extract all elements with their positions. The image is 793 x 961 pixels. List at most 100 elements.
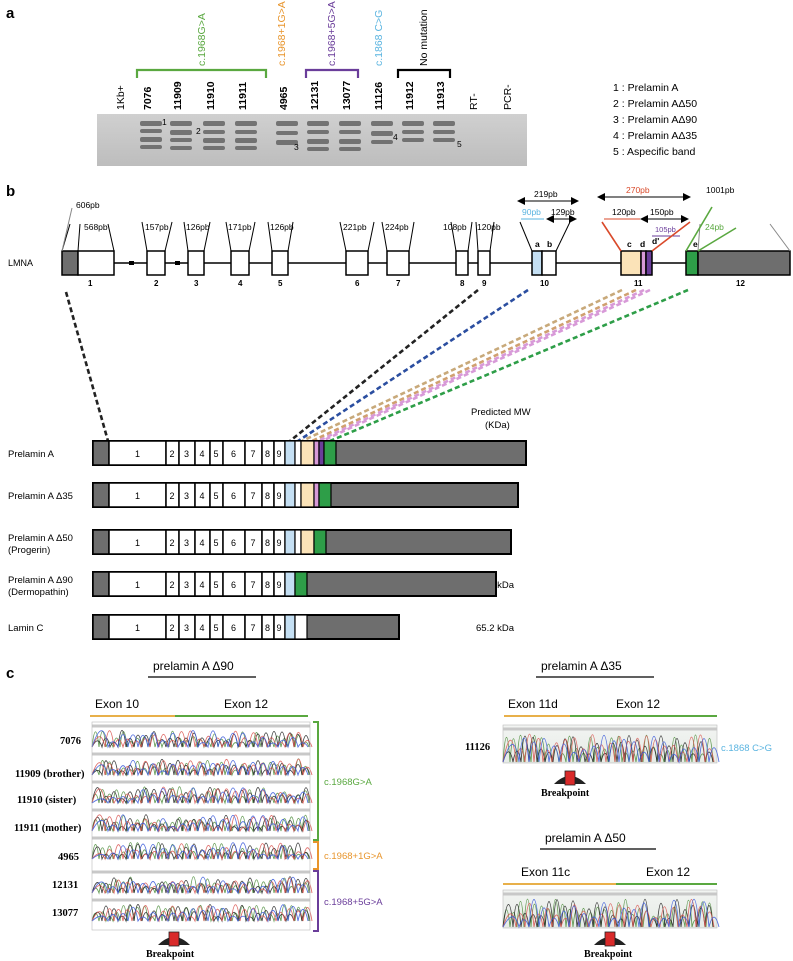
protein-exon-number: 6 — [231, 449, 236, 459]
sub-label: a — [535, 239, 540, 249]
protein-exon-number: 9 — [277, 538, 282, 548]
group-label-3: c.1968+5G>A — [326, 1, 338, 66]
lane-label: 12131 — [309, 81, 321, 110]
lane-label: 11126 — [373, 82, 385, 110]
legend-item: 3 : Prelamin AΔ90 — [613, 114, 697, 126]
protein-exon-number: 2 — [170, 491, 175, 501]
protein-name: Prelamin A — [8, 449, 55, 460]
mw-header-2: (KDa) — [485, 420, 510, 431]
protein-exon-number: 5 — [214, 449, 219, 459]
protein-exon-number: 8 — [265, 580, 270, 590]
bracket-g1968 — [135, 68, 268, 78]
lane-label: 7076 — [142, 86, 154, 110]
protein-exon-number: 4 — [200, 491, 205, 501]
sample-label: 12131 — [52, 880, 78, 891]
breakpoint-label: Breakpoint — [541, 788, 590, 799]
lane-label: 1Kb+ — [115, 85, 127, 110]
bracket-g1968p5 — [304, 68, 360, 78]
gel-bands — [140, 121, 455, 151]
trace-line — [91, 904, 309, 923]
mutation-bracket-1 — [313, 721, 319, 841]
protein-exon-number: 1 — [135, 491, 140, 501]
protein-exon-number: 7 — [251, 491, 256, 501]
mutation-bracket-2 — [313, 841, 319, 870]
size-label: 224pb — [385, 222, 409, 232]
band-number: 3 — [294, 142, 299, 152]
trace-line — [91, 842, 311, 861]
protein-segment-exon1 — [108, 482, 167, 508]
trace-line — [91, 730, 313, 749]
segment-exon10a — [284, 440, 296, 466]
band-number: 2 — [196, 126, 201, 136]
lane-label: 11913 — [435, 81, 447, 110]
size-label: 108pb — [443, 222, 467, 232]
exon-number: 12 — [736, 279, 745, 288]
size-label: 219pb — [534, 189, 558, 199]
segment-exon11c — [300, 482, 315, 508]
segment-exon10a — [284, 614, 296, 640]
chromatogram-right-top — [502, 724, 720, 764]
protein-name-sub: (Progerin) — [8, 545, 50, 556]
connector-lines — [64, 288, 689, 443]
sample-label: 7076 — [60, 736, 81, 747]
lane-label: 11909 — [172, 81, 184, 110]
legend-item: 4 : Prelamin AΔ35 — [613, 130, 697, 142]
exon-10-a — [531, 250, 543, 276]
size-label: 157pb — [145, 222, 169, 232]
band-number: 5 — [457, 139, 462, 149]
trace-line — [91, 876, 309, 895]
seq-left-exon-a: Exon 10 — [95, 697, 139, 711]
protein-exon-number: 5 — [214, 623, 219, 633]
trace-line — [91, 814, 311, 833]
size-label: 270pb — [626, 185, 650, 195]
segment-exon11c — [300, 440, 315, 466]
lane-label: 11911 — [237, 82, 249, 110]
intron-break — [175, 261, 180, 265]
protein-segment-utr — [92, 440, 110, 466]
size-label: 105pb — [655, 225, 676, 234]
protein-exon-number: 2 — [170, 449, 175, 459]
protein-name: Lamin C — [8, 623, 44, 634]
protein-exon-number: 4 — [200, 538, 205, 548]
exon-10-b — [541, 250, 557, 276]
breakpoint-marker-right-bottom — [594, 931, 626, 947]
trace-line — [91, 814, 309, 833]
protein-exon-number: 9 — [277, 449, 282, 459]
exon-12-e — [685, 250, 699, 276]
trace-line — [91, 787, 309, 805]
protein-exon-number: 6 — [231, 580, 236, 590]
seq-left-title: prelamin A Δ90 — [153, 659, 234, 673]
size-label: 221pb — [343, 222, 367, 232]
band-numbers: 1 2 3 4 5 — [162, 117, 462, 152]
mutation-label: c.1968+1G>A — [324, 851, 383, 862]
mutation-label: c.1868 C>G — [721, 743, 772, 754]
breakpoint-label: Breakpoint — [146, 949, 195, 960]
segment-exon11c — [300, 529, 315, 555]
legend-item: 1 : Prelamin A — [613, 82, 678, 94]
sub-label: d' — [652, 236, 659, 246]
protein-exon-number: 7 — [251, 623, 256, 633]
protein-exon-number: 7 — [251, 580, 256, 590]
seq-right-top-exon-b: Exon 12 — [616, 697, 660, 711]
segment-exon10a — [284, 482, 296, 508]
gene-name: LMNA — [8, 258, 33, 268]
protein-name-sub: (Dermopathin) — [8, 587, 69, 598]
exon-number: 8 — [460, 279, 465, 288]
group-label-1: c.1968G>A — [196, 13, 208, 66]
protein-exon-number: 2 — [170, 538, 175, 548]
protein-exon-number: 3 — [184, 449, 189, 459]
panel-c-label: c — [6, 665, 14, 682]
protein-exon-number: 8 — [265, 449, 270, 459]
group-label-4: c.1868 C>G — [373, 10, 385, 66]
trace-line — [502, 899, 715, 928]
size-label: 129pb — [551, 207, 575, 217]
exon-6 — [345, 250, 369, 276]
exon-1-size-line — [61, 207, 73, 252]
segment-exon12e — [313, 529, 327, 555]
size-label: 90pb — [522, 207, 541, 217]
mutation-label: c.1968G>A — [324, 777, 372, 788]
segment-exon11d — [313, 440, 320, 466]
exon-2 — [146, 250, 166, 276]
